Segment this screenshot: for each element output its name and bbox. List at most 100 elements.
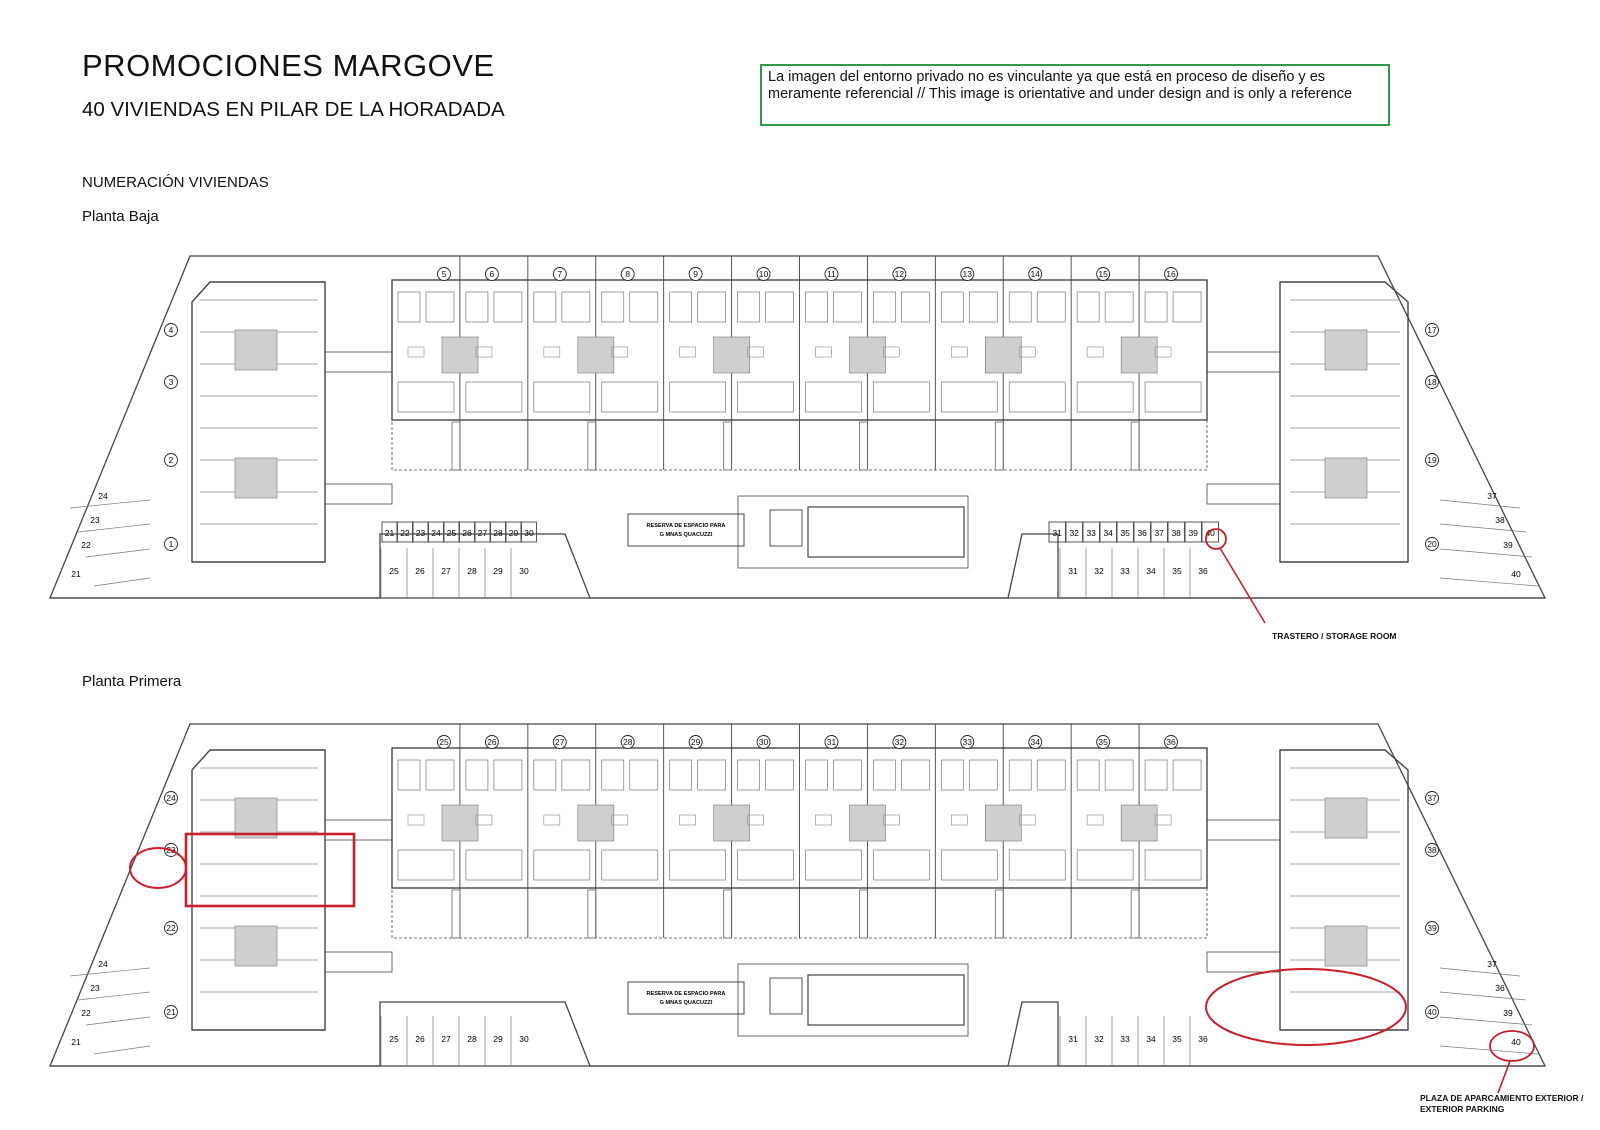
storage-box: [1082, 521, 1100, 543]
stair: [859, 889, 868, 939]
table: [1018, 346, 1036, 358]
unit-right-20: 20: [1427, 539, 1437, 549]
room: [397, 849, 455, 881]
unit-40-highlight: [1205, 968, 1407, 1046]
storage-box: [1048, 521, 1066, 543]
room: [805, 759, 828, 791]
parking-left-29: 29: [493, 1034, 503, 1044]
unit-right-39: 39: [1427, 923, 1437, 933]
right-block: [1279, 281, 1409, 563]
core-shaded: [1120, 804, 1158, 842]
parking-right-36: 36: [1198, 1034, 1208, 1044]
unit-right-37: 37: [1427, 793, 1437, 803]
room: [465, 759, 489, 791]
storage-right-40: 40: [1205, 528, 1215, 538]
tower-core: [234, 329, 278, 371]
corner-parking-right-39: 39: [1503, 540, 1513, 550]
storage-left-29: 29: [509, 528, 519, 538]
storage-box: [397, 521, 413, 543]
room: [1104, 291, 1134, 323]
room: [697, 291, 727, 323]
room: [833, 759, 862, 791]
storage-right-33: 33: [1086, 528, 1096, 538]
room: [833, 291, 862, 323]
unit-top-6: 6: [490, 269, 495, 279]
unit-right-40: 40: [1427, 1007, 1437, 1017]
walkway: [324, 951, 393, 973]
unit-top-11: 11: [827, 269, 836, 279]
room: [1008, 291, 1032, 323]
corner-parking-line: [69, 499, 151, 509]
stair: [723, 889, 733, 939]
storage-box: [1184, 521, 1202, 543]
core-shaded: [441, 804, 479, 842]
room: [697, 759, 727, 791]
storage-left-22: 22: [400, 528, 410, 538]
storage-room-pointer: [1219, 547, 1266, 624]
storage-left-25: 25: [447, 528, 457, 538]
room: [601, 849, 659, 881]
left-block: [191, 749, 326, 1031]
room: [425, 759, 455, 791]
room: [805, 381, 862, 413]
storage-right-35: 35: [1120, 528, 1130, 538]
room: [629, 759, 659, 791]
unit-top-26-circle: [484, 735, 499, 749]
storage-box: [474, 521, 491, 543]
parking-left-30: 30: [519, 1034, 529, 1044]
table: [407, 346, 425, 358]
storage-right-37: 37: [1154, 528, 1164, 538]
parking-pointer: [1497, 1060, 1511, 1094]
storage-box: [412, 521, 429, 543]
section-title: NUMERACIÓN VIVIENDAS: [82, 174, 269, 191]
corner-parking-left-22: 22: [81, 540, 91, 550]
core-shaded: [713, 336, 750, 374]
table: [1086, 346, 1104, 358]
table: [815, 346, 832, 358]
disclaimer-box: La imagen del entorno privado no es vinc…: [760, 64, 1390, 126]
parking-left-30: 30: [519, 566, 529, 576]
table: [951, 814, 968, 826]
table: [543, 814, 561, 826]
parking-right-36: 36: [1198, 566, 1208, 576]
pool: [807, 974, 965, 1026]
room: [873, 381, 930, 413]
unit-top-7: 7: [557, 269, 562, 279]
storage-box: [459, 521, 475, 543]
parking-right-33: 33: [1120, 566, 1130, 576]
unit-top-33-circle: [960, 735, 975, 749]
site-boundary: [49, 255, 1547, 599]
corner-parking-line: [1439, 1016, 1533, 1026]
unit-top-10-circle: [756, 267, 771, 281]
unit-right-40-circle: [1425, 1005, 1439, 1019]
corner-parking-line: [77, 991, 151, 1001]
unit-top-26: 26: [487, 737, 497, 747]
unit-top-7-circle: [552, 267, 567, 281]
unit-top-36-circle: [1164, 735, 1178, 749]
unit-top-33: 33: [963, 737, 973, 747]
room: [1036, 291, 1066, 323]
table: [475, 346, 493, 358]
corner-parking-line: [1439, 1045, 1539, 1055]
tower-core: [1324, 457, 1368, 499]
unit-top-15-circle: [1096, 267, 1111, 281]
unit-top-31-circle: [824, 735, 839, 749]
storage-right-38: 38: [1171, 528, 1181, 538]
tower-core: [1324, 925, 1368, 967]
table: [543, 346, 561, 358]
room: [805, 849, 862, 881]
corner-parking-left-23: 23: [90, 983, 100, 993]
corner-parking-line: [1439, 523, 1527, 533]
unit-left-4: 4: [169, 325, 174, 335]
unit-left-22: 22: [166, 923, 176, 933]
storage-right-34: 34: [1103, 528, 1113, 538]
unit-top-8-circle: [620, 267, 635, 281]
storage-left-21: 21: [385, 528, 395, 538]
unit-top-9-circle: [688, 267, 703, 281]
gym-reserve-label-2: G MNAS QUACUZZI: [660, 532, 713, 538]
corner-parking-line: [1439, 548, 1533, 558]
room: [629, 291, 659, 323]
parking-left-27: 27: [441, 1034, 451, 1044]
room: [465, 381, 523, 413]
